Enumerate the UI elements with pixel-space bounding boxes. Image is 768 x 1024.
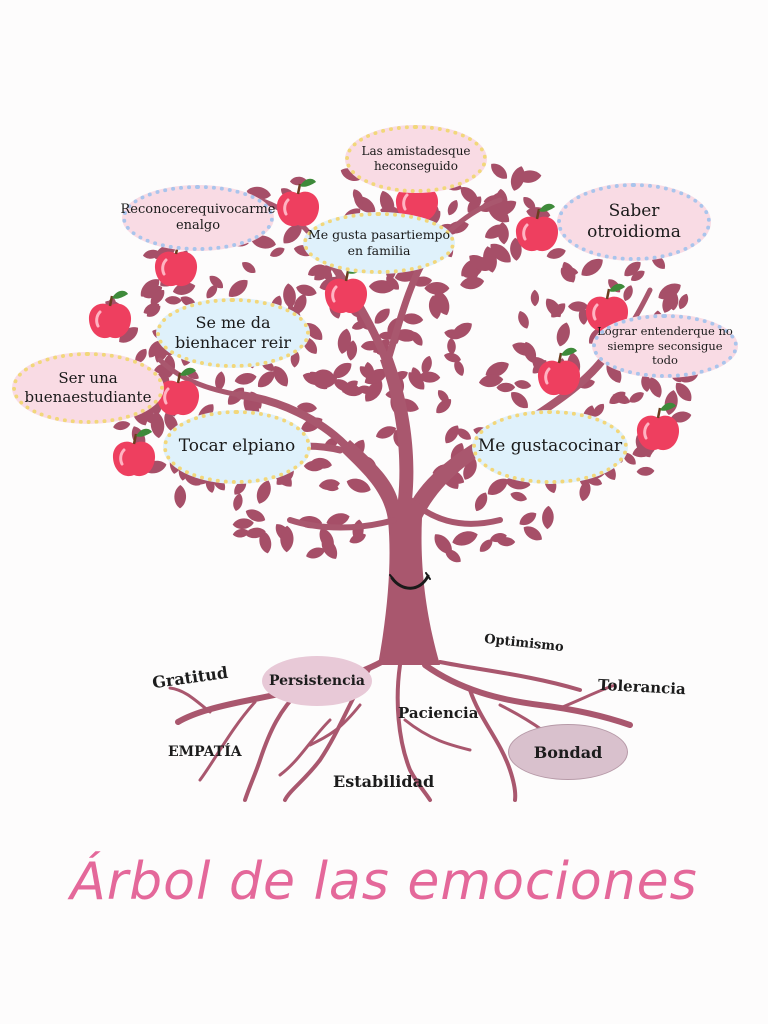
tree-leaf [174,484,187,509]
bubble-idioma-text: Saber otroidioma [587,200,681,242]
tree-leaf [231,492,245,512]
tree-leaf [636,466,655,477]
tree-leaf [541,505,555,530]
bubble-reir-text: Se me da bienhacer reir [174,313,292,352]
root-pill-persistencia: Persistencia [262,656,372,706]
bubble-familia: Me gusta pasartiempo en familia [303,212,455,274]
tree-leaf [520,522,545,545]
bubble-cocinar: Me gustacocinar [472,410,628,484]
tree-leaf [509,489,529,504]
page-title: Árbol de las emociones [70,852,698,912]
tree-leaf [459,275,486,291]
bubble-idioma: Saber otroidioma [557,183,711,261]
tree-leaf [294,282,319,299]
bubble-estudiante: Ser una buenaestudiante [12,352,164,424]
tree-leaf [446,337,457,356]
bubble-reir: Se me da bienhacer reir [156,298,310,368]
root-word-persistencia: Persistencia [269,673,365,689]
bubble-piano: Tocar elpiano [163,410,311,484]
tree-leaf [507,388,532,412]
tree-leaf [530,289,540,307]
bubble-familia-text: Me gusta pasartiempo en familia [307,227,451,258]
tree-leaf [515,309,532,331]
tree-leaf [445,198,461,218]
tree-leaf [487,159,511,183]
bubble-amistades: Las amistadesque heconseguido [345,125,487,193]
root-pill-bondad: Bondad [508,724,628,780]
bubble-entender: Lograr entenderque no siempre seconsigue… [592,314,738,378]
tree-leaf [450,527,480,549]
bubble-piano-text: Tocar elpiano [178,436,296,457]
bubble-reconocer-text: Reconocerequivocarme enalgo [120,201,276,233]
root-word-paciencia: Paciencia [398,704,479,722]
tree-leaf [513,378,532,391]
tree-leaf [233,371,258,387]
tree-leaf [164,295,182,305]
tree-leaf [471,490,491,514]
tree-leaf [662,388,680,417]
tree-leaf [676,292,691,311]
root-word-estabilidad: Estabilidad [333,772,435,791]
root-word-bondad: Bondad [533,742,603,762]
tree-leaf [626,389,647,406]
tree-leaf [516,509,539,529]
bubble-amistades-text: Las amistadesque heconseguido [361,144,471,173]
bubble-entender-text: Lograr entenderque no siempre seconsigue… [597,324,733,368]
tree-smile [390,574,430,590]
root-word-empatia: EMPATÍA [168,744,242,760]
bubble-cocinar-text: Me gustacocinar [477,436,623,457]
tree-leaf [553,320,573,349]
tree-leaf [239,259,259,276]
bubble-estudiante-text: Ser una buenaestudiante [24,369,152,406]
bubble-reconocer: Reconocerequivocarme enalgo [120,185,276,251]
tree-leaf [232,517,255,530]
tree-leaf [577,254,607,281]
